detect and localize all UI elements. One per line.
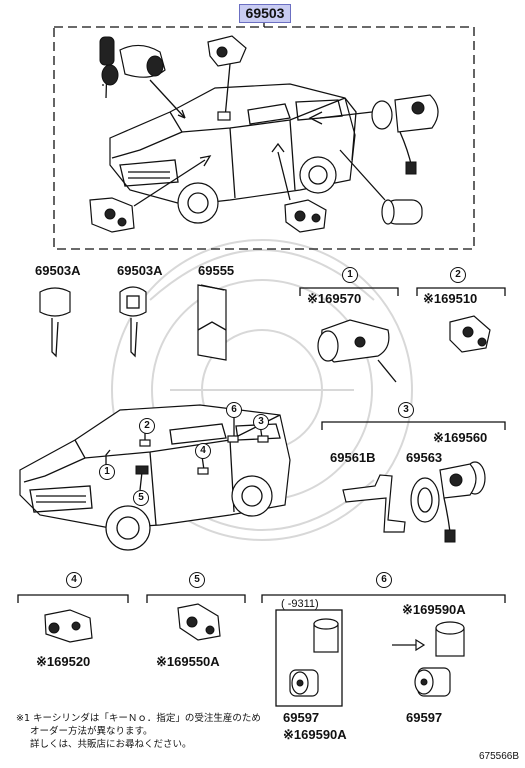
footnote-line-1: ※1 キーシリンダは「キーＮｏ．指定」の受注生産のため <box>16 713 261 724</box>
cylinder-2-shape <box>449 315 491 353</box>
footnote-line-2: オーダー方法が異なります。 <box>30 726 153 737</box>
main-key-set <box>99 36 186 119</box>
bracket-group-2 <box>416 287 506 296</box>
key-a-shape <box>39 287 71 358</box>
main-door-lock-top <box>207 35 247 121</box>
main-group-code[interactable]: 69503 <box>239 4 291 23</box>
vehicle-callout-6: 6 <box>226 402 242 418</box>
vehicle-top <box>109 83 357 224</box>
key-pouch-shape <box>197 284 227 361</box>
part-label-key-a[interactable]: 69503A <box>35 263 81 278</box>
cylinder-6-old-shape <box>289 669 319 697</box>
main-door-lock-bottom <box>271 142 327 233</box>
vehicle-callout-5: 5 <box>133 490 149 506</box>
cylinder-6-new-shape <box>414 667 451 697</box>
callout-4: 4 <box>66 572 82 588</box>
key-b-shape <box>119 286 147 358</box>
main-tailgate-cylinder <box>308 94 439 175</box>
cylinder-5-shape <box>177 603 221 641</box>
vehicle-callout-3: 3 <box>253 414 269 430</box>
part-label-key-b[interactable]: 69503A <box>117 263 163 278</box>
bracket-group-5 <box>146 594 246 603</box>
old-version-box <box>275 609 343 707</box>
part-label-cylinder-3[interactable]: ※169560 <box>433 430 488 445</box>
footnote-line-3: 詳しくは、共販店にお尋ねください。 <box>30 739 192 750</box>
part-label-cylinder-6-old[interactable]: ※169590A <box>283 727 347 742</box>
tube-new-shape <box>435 621 465 657</box>
callout-6: 6 <box>376 572 392 588</box>
callout-5: 5 <box>189 572 205 588</box>
bracket-group-6 <box>261 594 506 603</box>
part-label-cylinder-6-new[interactable]: ※169590A <box>402 602 466 617</box>
part-label-cylinder-2[interactable]: ※169510 <box>423 291 478 306</box>
diagram-id: 675566B <box>478 751 519 762</box>
part-label-cylinder-1[interactable]: ※169570 <box>307 291 362 306</box>
vehicle-callout-2: 2 <box>139 418 155 434</box>
part-label-bracket-3[interactable]: 69561B <box>330 450 376 465</box>
callout-1: 1 <box>342 267 358 283</box>
part-label-pouch[interactable]: 69555 <box>198 263 235 278</box>
vehicle-callout-1: 1 <box>99 464 115 480</box>
bracket-group-3 <box>321 421 506 430</box>
part-label-tube-old[interactable]: 69597 <box>283 710 320 725</box>
vehicle-callout-4: 4 <box>195 443 211 459</box>
callout-2: 2 <box>450 267 466 283</box>
vehicle-middle <box>19 404 291 551</box>
callout-3: 3 <box>398 402 414 418</box>
cylinder-3-shape <box>439 461 486 543</box>
main-glovebox-cylinder <box>339 149 423 225</box>
part-label-ring-3[interactable]: 69563 <box>406 450 443 465</box>
part-label-tube-new[interactable]: 69597 <box>406 710 443 725</box>
cylinder-1-shape <box>317 319 397 383</box>
part-label-cylinder-4[interactable]: ※169520 <box>36 654 91 669</box>
bracket-group-4 <box>17 594 129 603</box>
main-door-lock-left <box>89 155 212 233</box>
part-label-cylinder-5[interactable]: ※169550A <box>156 654 220 669</box>
cylinder-4-shape <box>44 609 93 643</box>
old-version-range: ( -9311) <box>281 598 319 610</box>
bracket-69561b-shape <box>342 474 406 533</box>
bracket-group-1 <box>299 287 399 296</box>
ring-69563-shape <box>410 477 440 523</box>
tube-old-shape <box>313 618 339 653</box>
